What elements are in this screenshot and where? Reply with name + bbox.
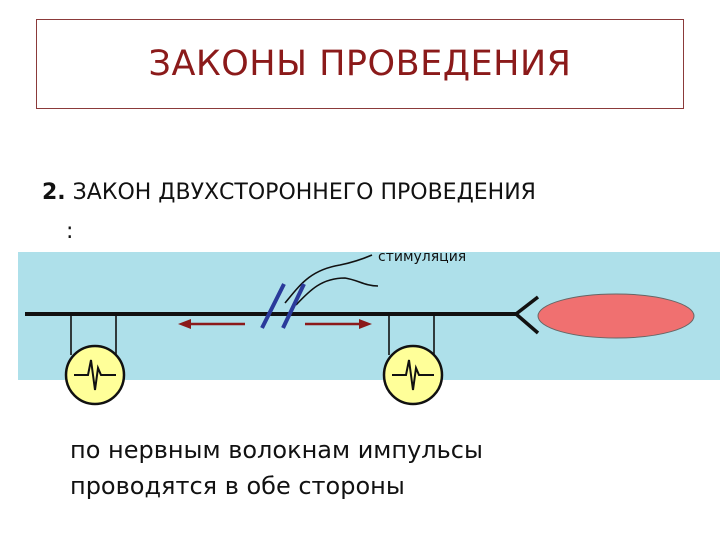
law-number: 2. xyxy=(42,180,66,205)
stimulating-electrode-2 xyxy=(281,283,306,329)
slide-title: ЗАКОНЫ ПРОВЕДЕНИЯ xyxy=(148,44,572,84)
law-name: ЗАКОН ДВУХСТОРОННЕГО ПРОВЕДЕНИЯ xyxy=(72,180,536,205)
title-box: ЗАКОНЫ ПРОВЕДЕНИЯ xyxy=(36,19,684,109)
meter-right-dial xyxy=(382,344,444,406)
stimulation-label: стимуляция xyxy=(378,249,467,265)
arrow-left-head xyxy=(178,319,191,329)
stimulating-wire-lower xyxy=(295,277,379,306)
fiber-end-upper xyxy=(514,295,540,316)
stimulating-wire-upper xyxy=(284,254,373,304)
recording-meter-left xyxy=(64,314,126,406)
arrow-right-head xyxy=(359,319,372,329)
cell-body xyxy=(537,293,695,339)
meter-right-signal xyxy=(392,359,434,391)
caption: по нервным волокнам импульсы проводятся … xyxy=(70,432,483,504)
meter-left-dial xyxy=(64,344,126,406)
meter-left-signal xyxy=(74,359,116,391)
caption-line-1: по нервным волокнам импульсы xyxy=(70,436,483,464)
stimulating-electrode-1 xyxy=(260,283,286,329)
law-heading: 2. ЗАКОН ДВУХСТОРОННЕГО ПРОВЕДЕНИЯ xyxy=(42,180,536,205)
law-colon: : xyxy=(66,219,74,244)
fiber-end-lower xyxy=(514,312,540,335)
recording-meter-right xyxy=(382,314,444,406)
caption-line-2: проводятся в обе стороны xyxy=(70,472,405,500)
